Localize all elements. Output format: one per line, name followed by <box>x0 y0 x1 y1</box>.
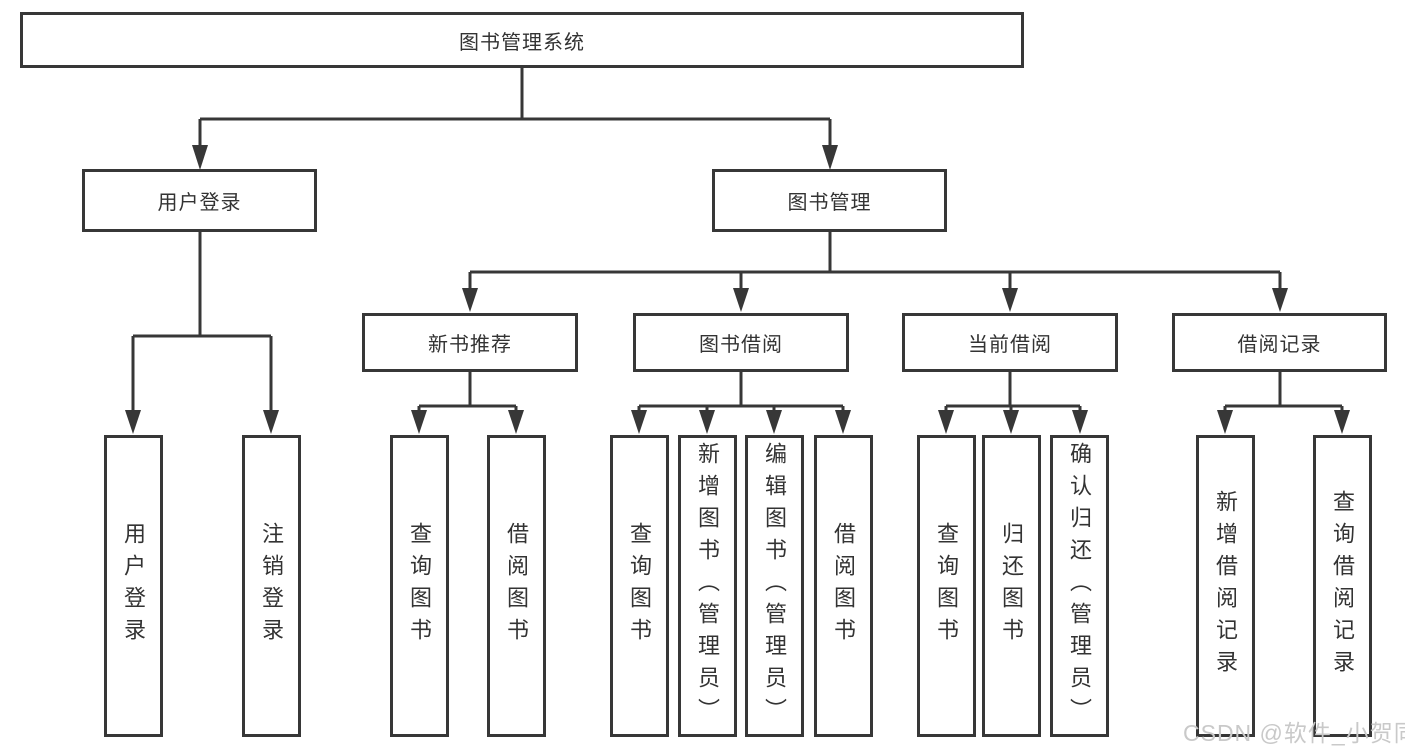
node-book-borrow: 图书借阅 <box>633 313 849 372</box>
node-new-book-recommend: 新书推荐 <box>362 313 578 372</box>
node-current-borrow: 当前借阅 <box>902 313 1118 372</box>
leaf-return-book: 归还图书 <box>982 435 1041 737</box>
leaf-add-book-admin: 新增图书（管理员） <box>678 435 737 737</box>
leaf-add-borrow-record: 新增借阅记录 <box>1196 435 1255 737</box>
leaf-confirm-return-admin: 确认归还（管理员） <box>1050 435 1109 737</box>
node-book-management: 图书管理 <box>712 169 947 232</box>
leaf-borrow-books-1: 借阅图书 <box>487 435 546 737</box>
node-root: 图书管理系统 <box>20 12 1024 68</box>
leaf-query-books-3: 查询图书 <box>917 435 976 737</box>
leaf-query-books-2: 查询图书 <box>610 435 669 737</box>
leaf-query-books-1: 查询图书 <box>390 435 449 737</box>
leaf-edit-book-admin: 编辑图书（管理员） <box>745 435 804 737</box>
leaf-query-borrow-record: 查询借阅记录 <box>1313 435 1372 737</box>
leaf-user-login: 用户登录 <box>104 435 163 737</box>
leaf-borrow-books-2: 借阅图书 <box>814 435 873 737</box>
leaf-logout: 注销登录 <box>242 435 301 737</box>
node-user-login: 用户登录 <box>82 169 317 232</box>
watermark: CSDN @软件_小贺同学 <box>1183 720 1405 746</box>
node-borrow-records: 借阅记录 <box>1172 313 1387 372</box>
